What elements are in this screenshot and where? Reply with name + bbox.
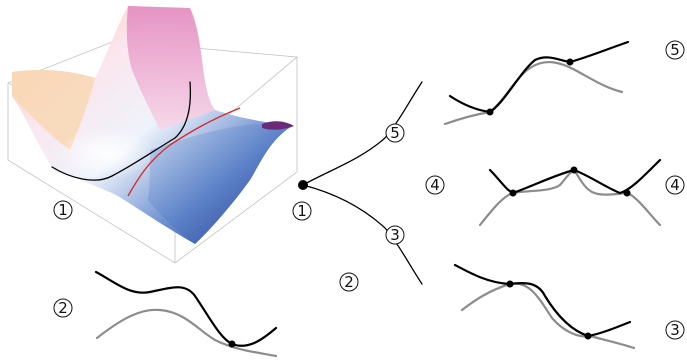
intersection-dot-3b bbox=[584, 332, 592, 340]
intersection-dot-4c bbox=[623, 189, 631, 197]
surface-highlight bbox=[50, 112, 190, 188]
intersection-dot-4b bbox=[570, 166, 578, 174]
svg-text:3: 3 bbox=[390, 226, 400, 244]
gray-curve-4 bbox=[478, 168, 662, 227]
label-right-middle: 4 bbox=[665, 175, 685, 195]
surface-black-curve bbox=[51, 81, 192, 181]
curve-pair-2: 2 bbox=[53, 270, 278, 358]
surface-pink-sheet bbox=[126, 6, 215, 130]
svg-text:5: 5 bbox=[390, 124, 400, 142]
surface-red-curve bbox=[127, 107, 241, 197]
label-branch-lower: 3 bbox=[385, 225, 405, 245]
label-right-top: 5 bbox=[665, 40, 685, 60]
intersection-dot-5a bbox=[486, 108, 494, 116]
gray-curve-2 bbox=[95, 308, 278, 358]
black-curve-3 bbox=[453, 263, 632, 338]
branch-upper-curve bbox=[302, 81, 423, 186]
box-back-edge bbox=[7, 40, 298, 172]
curve-pair-3: 3 bbox=[453, 263, 685, 350]
svg-text:3: 3 bbox=[670, 321, 680, 339]
branch-node bbox=[298, 180, 308, 190]
surface-purple-tip bbox=[262, 121, 294, 130]
black-curve-4 bbox=[488, 158, 662, 195]
gray-curve-5 bbox=[443, 61, 624, 126]
intersection-dot-2 bbox=[228, 340, 236, 348]
black-curve-5 bbox=[448, 40, 630, 114]
svg-text:2: 2 bbox=[344, 273, 354, 291]
surface-plot: 1 bbox=[7, 6, 298, 264]
label-surface: 1 bbox=[53, 200, 73, 220]
svg-text:4: 4 bbox=[430, 176, 440, 194]
svg-text:2: 2 bbox=[58, 299, 68, 317]
gray-curve-3 bbox=[460, 282, 636, 350]
label-middle-right: 4 bbox=[425, 175, 445, 195]
branch-lower-curve bbox=[302, 184, 423, 285]
label-branch-upper: 5 bbox=[385, 123, 405, 143]
label-node-center: 1 bbox=[292, 201, 312, 221]
box-front-bottom bbox=[7, 83, 298, 264]
curve-pair-4: 4 bbox=[478, 158, 685, 227]
label-right-bottom: 3 bbox=[665, 320, 685, 340]
intersection-dot-4a bbox=[509, 189, 517, 197]
svg-text:5: 5 bbox=[670, 41, 680, 59]
curve-pair-5: 5 bbox=[443, 40, 685, 126]
branch-diagram: 1 5 3 4 2 bbox=[292, 81, 445, 292]
label-middle-bottom: 2 bbox=[339, 272, 359, 292]
intersection-dot-3a bbox=[506, 280, 514, 288]
label-left-bottom: 2 bbox=[53, 298, 73, 318]
svg-text:1: 1 bbox=[297, 202, 307, 220]
svg-text:4: 4 bbox=[670, 176, 680, 194]
intersection-dot-5b bbox=[566, 58, 574, 66]
black-curve-2 bbox=[94, 270, 278, 347]
svg-text:1: 1 bbox=[58, 201, 68, 219]
